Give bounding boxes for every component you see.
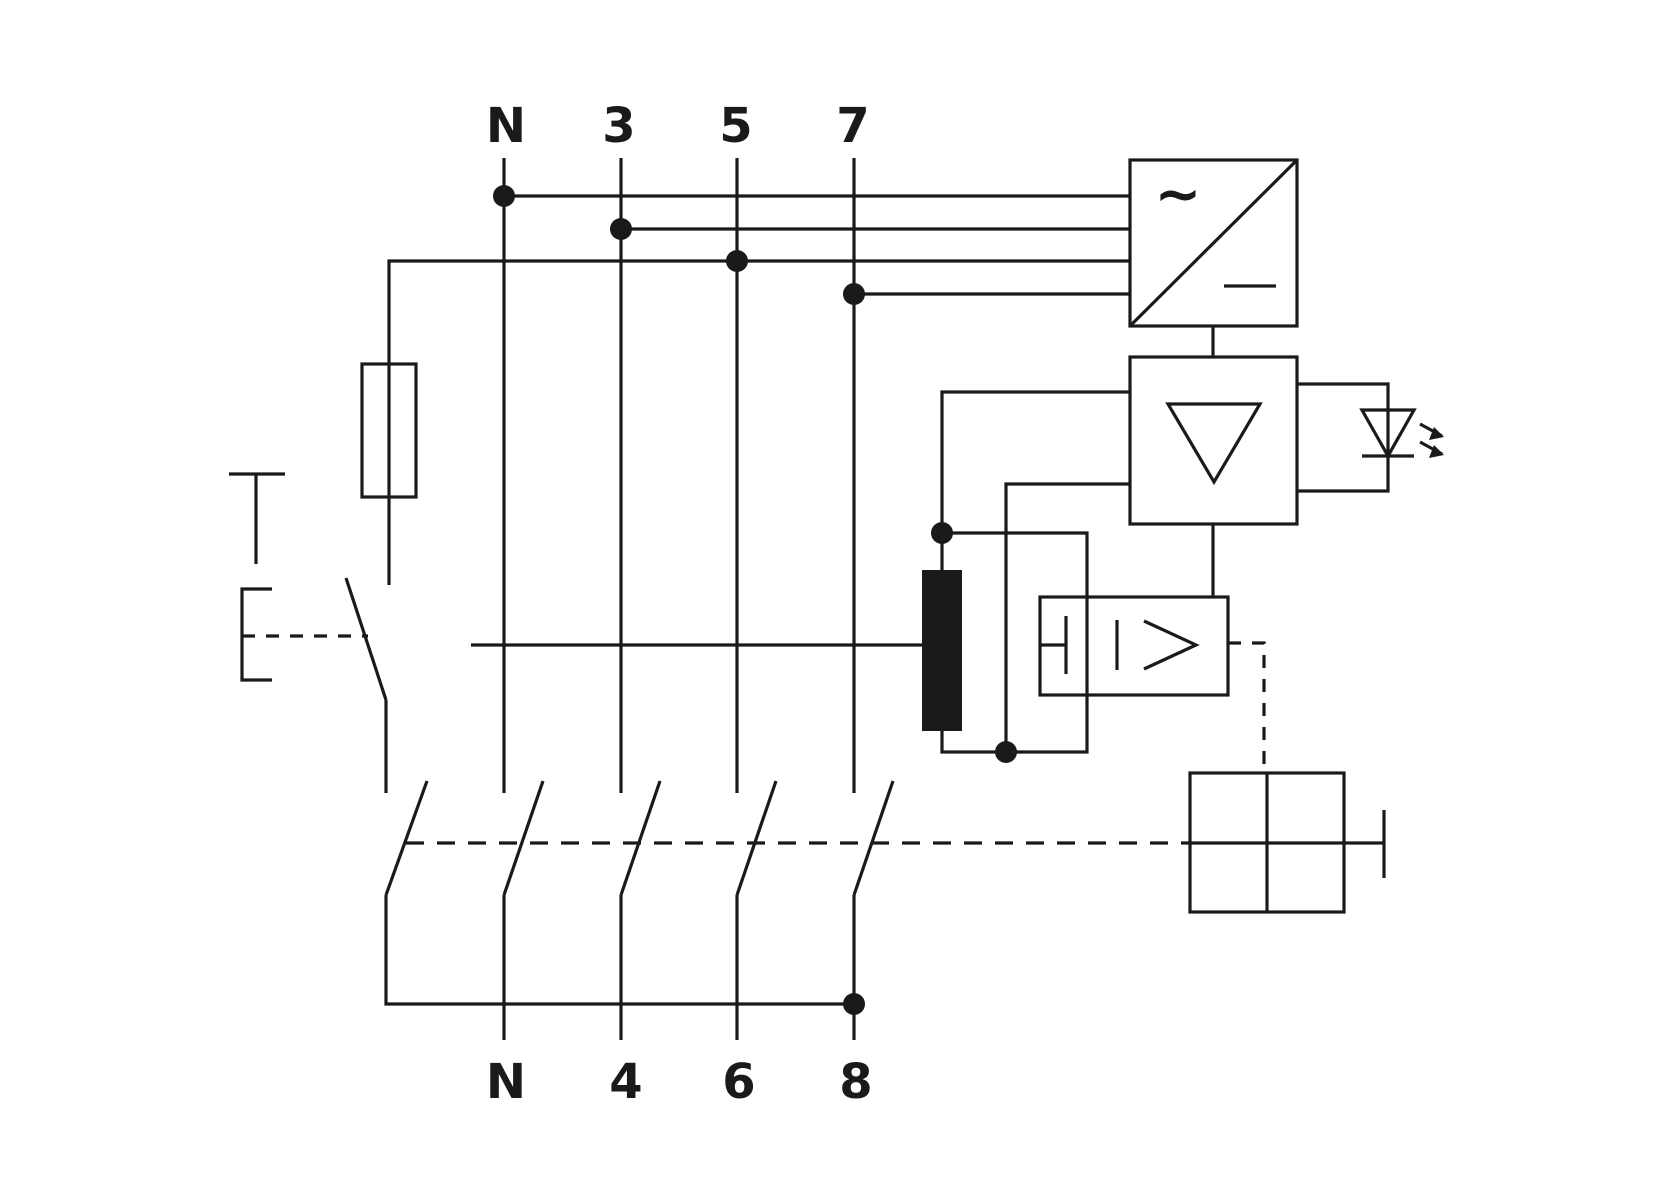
test-button bbox=[229, 472, 388, 793]
trip-relay bbox=[1038, 524, 1266, 773]
junction-l1 bbox=[610, 218, 632, 240]
test-resistor bbox=[360, 362, 418, 499]
summation-current-transformer bbox=[922, 570, 962, 731]
main-contacts bbox=[384, 780, 1190, 896]
terminal-label-top-n: N bbox=[486, 98, 526, 154]
bottom-terminal-labels: N 4 6 8 bbox=[486, 1054, 873, 1110]
contact-l1 bbox=[619, 780, 662, 896]
conductors-upper bbox=[502, 158, 856, 793]
terminal-label-top-5: 5 bbox=[719, 98, 752, 154]
sense-wiring bbox=[931, 390, 1130, 763]
terminal-label-bottom-n: N bbox=[486, 1054, 526, 1110]
test-return bbox=[384, 895, 854, 1006]
ac-symbol: ~ bbox=[1155, 162, 1202, 227]
test-switch-blade bbox=[344, 577, 388, 701]
tap-l2-test-circuit bbox=[387, 259, 1130, 585]
contact-n bbox=[502, 780, 545, 896]
relay-arrow-icon bbox=[1143, 619, 1200, 671]
top-terminal-labels: N 3 5 7 bbox=[486, 98, 870, 154]
amplifier-triangle-icon bbox=[1165, 402, 1263, 486]
junction-l3 bbox=[843, 283, 865, 305]
junction-n bbox=[493, 185, 515, 207]
contact-test bbox=[384, 780, 429, 896]
ac-dc-converter: ~ bbox=[1128, 158, 1299, 328]
contact-l2 bbox=[735, 780, 778, 896]
conductors-lower bbox=[384, 895, 865, 1040]
mechanical-latch bbox=[1188, 771, 1386, 914]
junction-l2 bbox=[726, 250, 748, 272]
terminal-label-bottom-8: 8 bbox=[839, 1054, 872, 1110]
led-diode-icon bbox=[1359, 408, 1417, 460]
terminal-label-bottom-4: 4 bbox=[609, 1054, 642, 1110]
terminal-label-bottom-6: 6 bbox=[722, 1054, 755, 1110]
amplifier bbox=[1128, 326, 1299, 526]
converter-taps bbox=[387, 185, 1130, 585]
terminal-label-top-7: 7 bbox=[836, 98, 869, 154]
indicator-led bbox=[1297, 382, 1444, 493]
junction-test-return bbox=[843, 993, 865, 1015]
terminal-label-top-3: 3 bbox=[602, 98, 635, 154]
contact-l3 bbox=[852, 780, 895, 896]
